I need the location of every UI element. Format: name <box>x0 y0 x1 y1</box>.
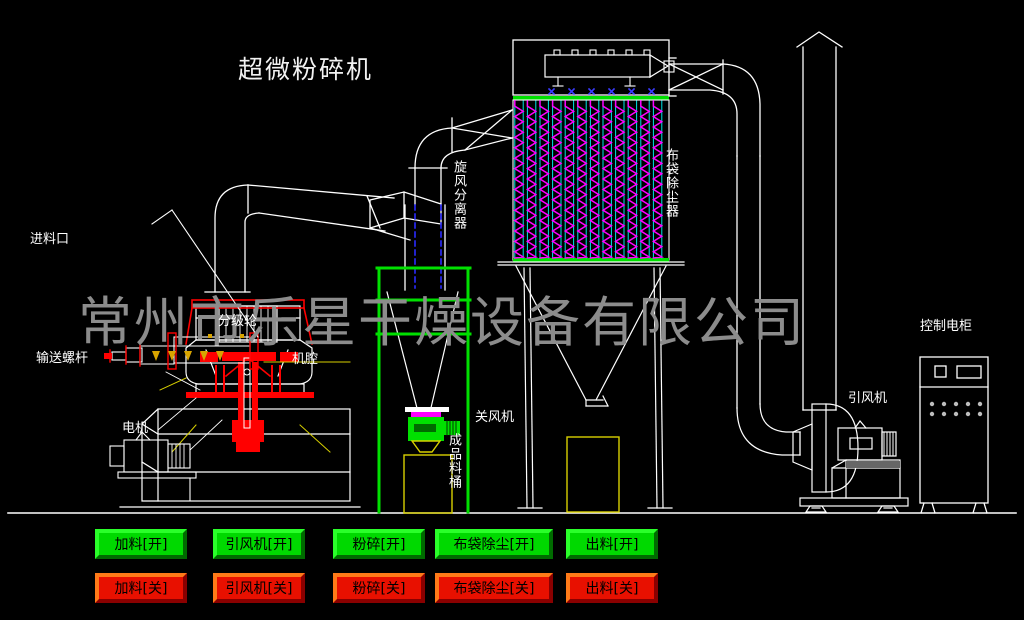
button-feed-on[interactable]: 加料[开] <box>95 529 187 559</box>
button-dustcoll-on[interactable]: 布袋除尘[开] <box>435 529 553 559</box>
electrical-control-cabinet <box>919 356 989 514</box>
button-fan-off[interactable]: 引风机[关] <box>213 573 305 603</box>
mill-to-cyclone-duct <box>204 184 395 293</box>
start-button-row: 加料[开] 引风机[开] 粉碎[开] 布袋除尘[开] 出料[开] <box>0 529 1024 563</box>
induced-draft-fan <box>792 403 909 513</box>
button-discharge-on[interactable]: 出料[开] <box>566 529 658 559</box>
page-title: 超微粉碎机 <box>238 55 374 84</box>
control-button-panel: 加料[开] 引风机[开] 粉碎[开] 布袋除尘[开] 出料[开] 加料[关] 引风机[关]… <box>0 521 1024 620</box>
dust-collection-drum <box>566 436 620 513</box>
product-collection-drum <box>403 454 453 514</box>
button-grind-off[interactable]: 粉碎[关] <box>333 573 425 603</box>
label-motor: 电机 <box>122 421 149 436</box>
label-rotary-airlock: 关风机 <box>475 410 515 425</box>
feed-hopper-and-screw-conveyor <box>104 209 259 370</box>
stop-button-row: 加料[关] 引风机[关] 粉碎[关] 布袋除尘[关] 出料[关] <box>0 573 1024 607</box>
label-feed-inlet: 进料口 <box>30 232 70 247</box>
label-bag-dust-collector: 布袋除尘器 <box>663 148 678 218</box>
label-conveyor-screw: 输送螺杆 <box>36 351 89 366</box>
cyclone-separator <box>369 109 513 413</box>
button-fan-on[interactable]: 引风机[开] <box>213 529 305 559</box>
label-classifier-wheel: 分级轮 <box>218 314 258 329</box>
pulverizer-mill-body <box>119 299 361 508</box>
button-feed-off[interactable]: 加料[关] <box>95 573 187 603</box>
dust-hopper <box>497 261 685 509</box>
rotary-airlock-valve <box>405 407 460 453</box>
label-machine-cavity: 机腔 <box>292 352 319 367</box>
label-control-cabinet: 控制电柜 <box>920 319 973 334</box>
label-product-bucket: 成品料桶 <box>446 433 461 489</box>
label-induced-draft-fan: 引风机 <box>848 391 888 406</box>
outlet-duct <box>668 57 801 456</box>
cyclone-support-frame <box>375 266 472 514</box>
filter-bag-array <box>513 100 665 259</box>
button-discharge-off[interactable]: 出料[关] <box>566 573 658 603</box>
label-cyclone-separator: 旋风分离器 <box>451 160 466 230</box>
mill-drive-motor <box>109 431 197 501</box>
button-dustcoll-off[interactable]: 布袋除尘[关] <box>435 573 553 603</box>
exhaust-stack <box>796 31 843 411</box>
button-grind-on[interactable]: 粉碎[开] <box>333 529 425 559</box>
